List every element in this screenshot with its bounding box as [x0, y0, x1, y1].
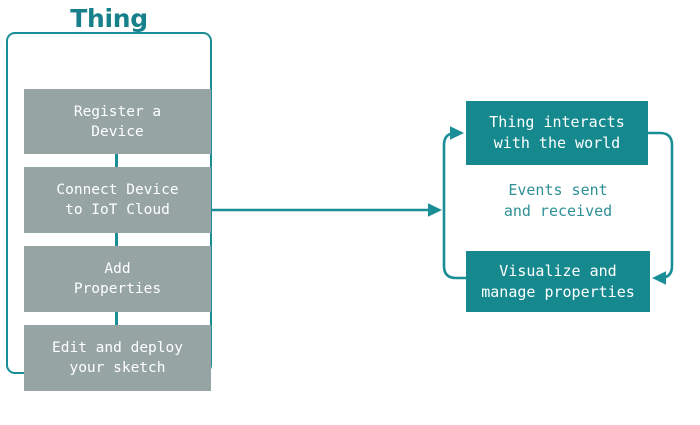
flow-step-add-properties[interactable]: Add Properties [24, 246, 211, 312]
arrow-right-icon [212, 203, 442, 217]
cycle-middle-label-events-sent-and-received: Events sent and received [503, 181, 613, 220]
cycle-loop-arrows [442, 126, 674, 285]
thing-flow-container: Register a Device Connect Device to IoT … [6, 32, 212, 391]
page-title: Thing [70, 4, 148, 33]
loop-arrow-down-icon [648, 131, 674, 285]
flow-step-edit-and-deploy-your-sketch[interactable]: Edit and deploy your sketch [24, 325, 211, 391]
loop-arrow-up-icon [442, 126, 468, 280]
flow-step-connect-device-to-iot-cloud[interactable]: Connect Device to IoT Cloud [24, 167, 211, 233]
flow-connector-2 [115, 233, 118, 247]
cycle-box-visualize-and-manage-properties[interactable]: Visualize and manage properties [466, 251, 650, 312]
flow-connector-1 [115, 154, 118, 168]
flow-step-register-a-device[interactable]: Register a Device [24, 89, 211, 154]
flow-connector-3 [115, 312, 118, 326]
cycle-box-thing-interacts-with-the-world[interactable]: Thing interacts with the world [466, 101, 648, 165]
